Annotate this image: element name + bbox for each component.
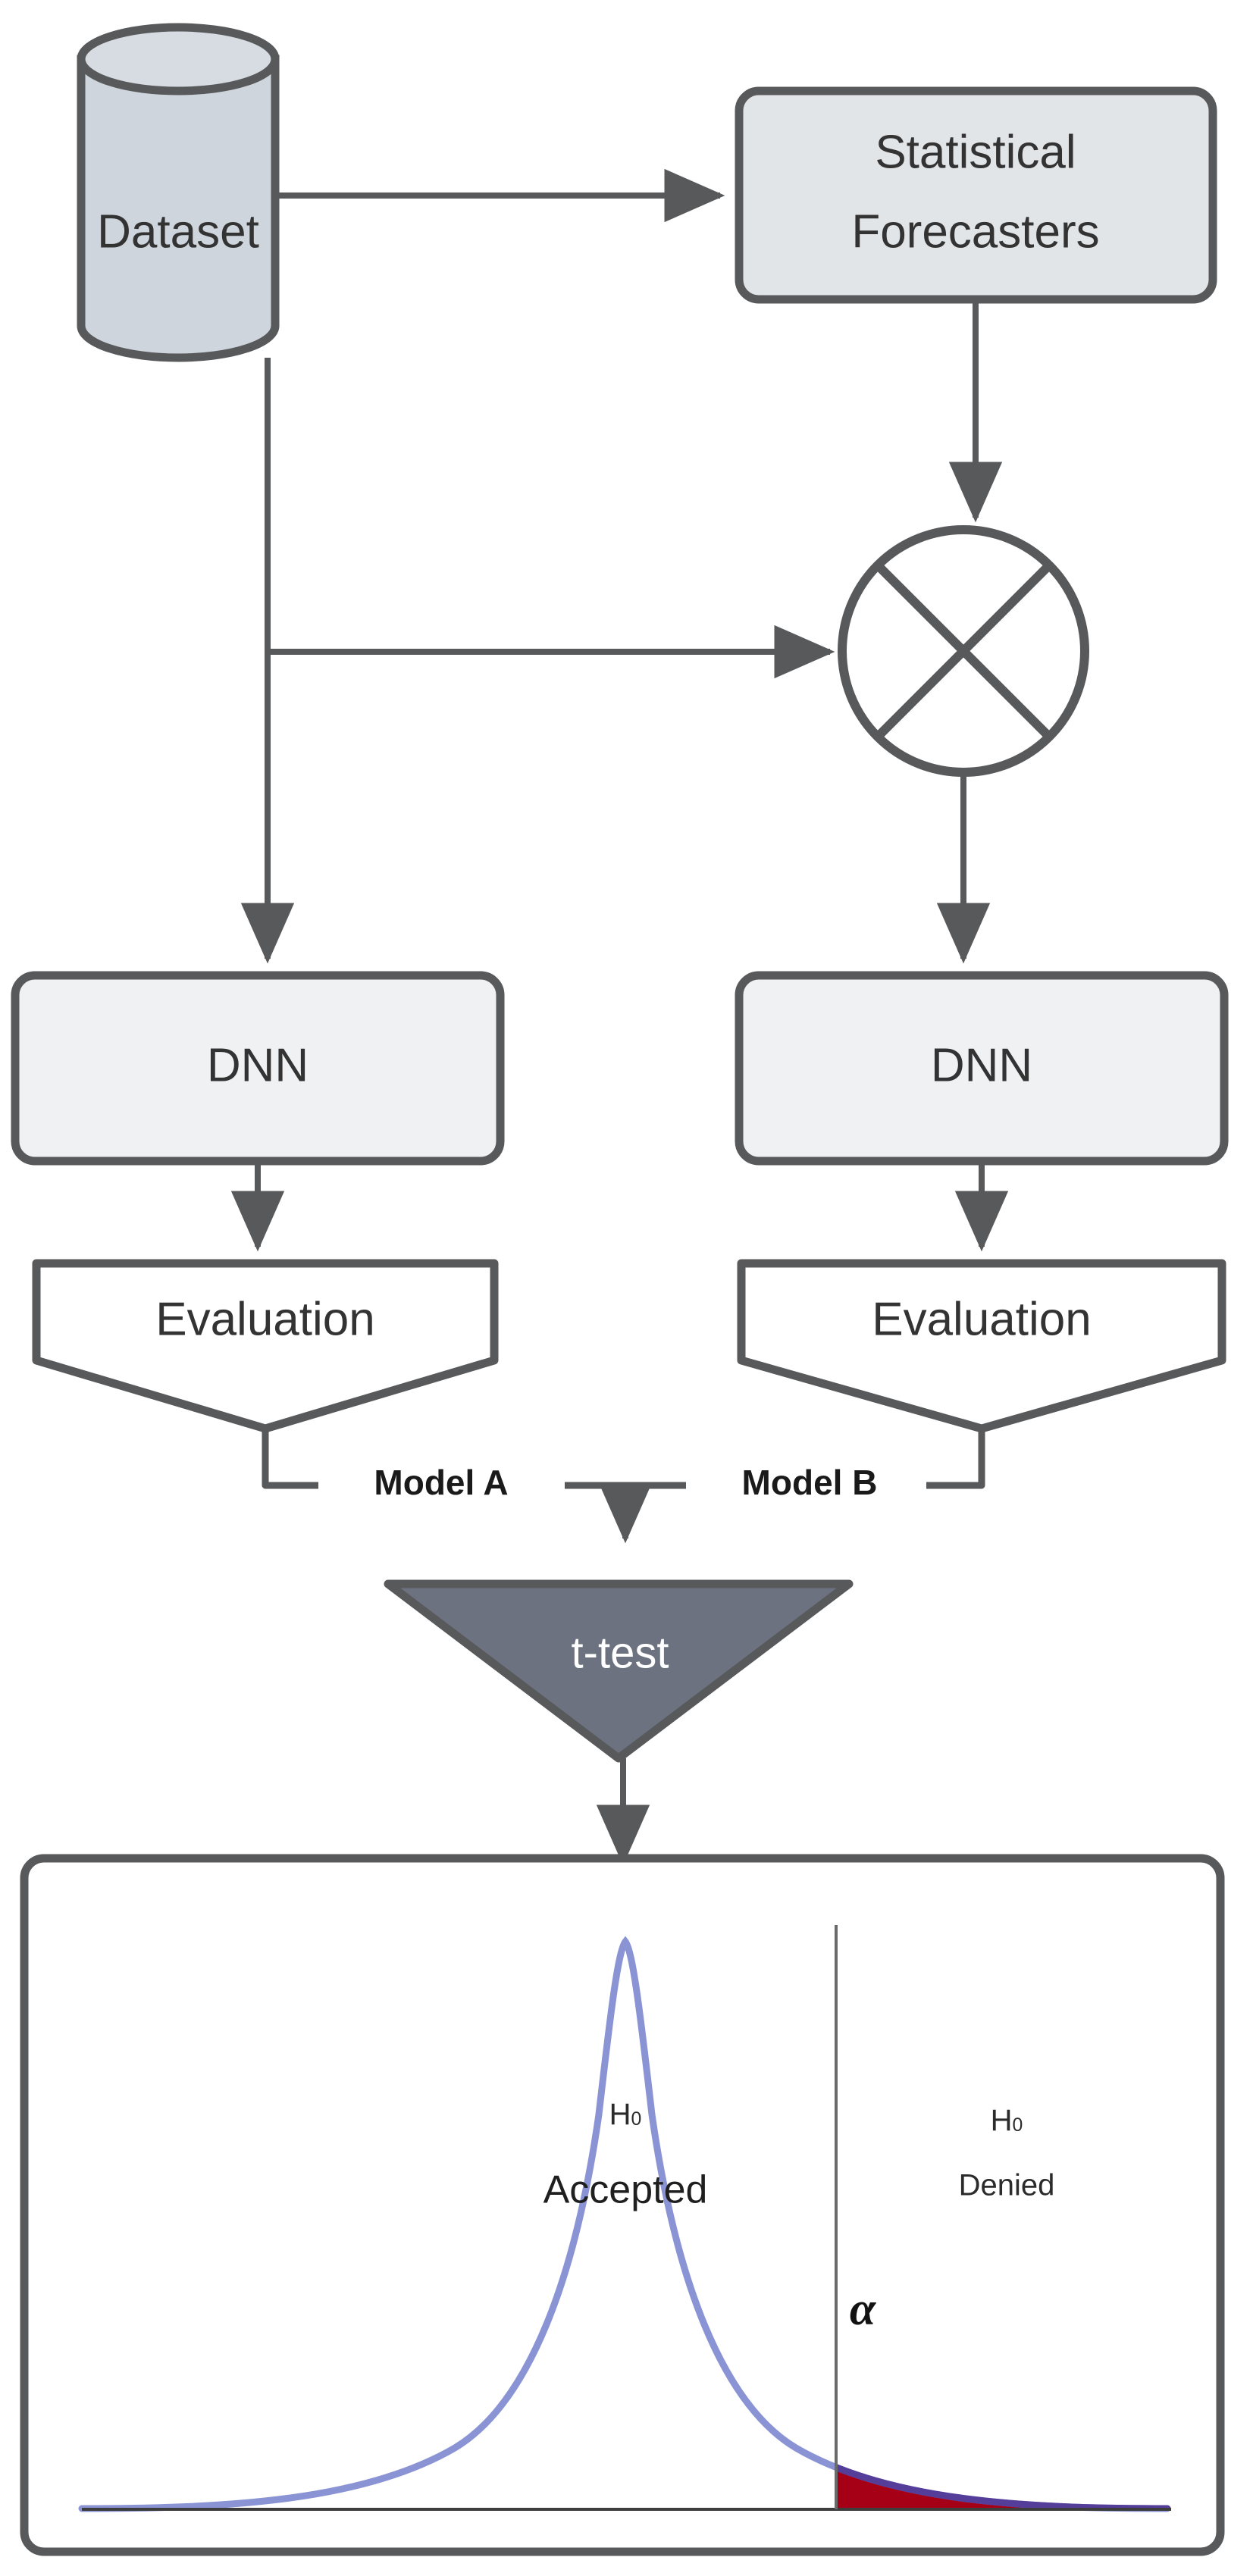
annotation-h0-accepted-line1: H0 [609, 2098, 642, 2131]
node-label-dnn-left: DNN [207, 1039, 309, 1091]
annotation-alpha-symbol: α [850, 2283, 877, 2335]
distribution-chart-panel[interactable]: H0 Accepted H0 Denied α [20, 1854, 1225, 2556]
node-label-evaluation-right: Evaluation [872, 1293, 1092, 1345]
node-dnn-right[interactable]: DNN [735, 971, 1229, 1166]
edge-eval-left-bracket [262, 1429, 318, 1489]
cylinder-body [77, 55, 280, 362]
density-curve [78, 1936, 1171, 2512]
node-statistical-forecasters[interactable]: Statistical Forecasters [735, 86, 1217, 304]
node-label-dataset: Dataset [97, 205, 259, 258]
pentagon-evaluation-right [737, 1259, 1226, 1433]
edge-eval-right-bracket [926, 1429, 985, 1489]
node-evaluation-right[interactable]: Evaluation [737, 1259, 1226, 1433]
chart-frame [20, 1854, 1225, 2556]
node-label-t-test: t-test [572, 1628, 669, 1677]
rejection-region-fill [836, 2467, 1167, 2510]
pentagon-evaluation-left [32, 1259, 499, 1433]
annotation-h0-accepted-line2: Accepted [543, 2168, 708, 2212]
edge-label-model-b: Model B [742, 1463, 878, 1502]
cylinder-top [77, 23, 280, 95]
node-dnn-left[interactable]: DNN [11, 971, 505, 1166]
edge-dataset-to-cross [265, 358, 835, 679]
node-label-dnn-right: DNN [931, 1039, 1032, 1091]
node-label-evaluation-left: Evaluation [155, 1293, 375, 1345]
edge-label-model-a: Model A [374, 1463, 508, 1502]
node-dataset[interactable]: Dataset [77, 23, 280, 362]
node-t-test[interactable]: t-test [384, 1579, 854, 1763]
triangle-t-test [384, 1579, 854, 1763]
annotation-h0-denied-line1: H0 [991, 2104, 1023, 2137]
annotation-h0-denied-line2: Denied [959, 2169, 1055, 2202]
node-label-statistical-line1: Statistical [875, 126, 1076, 178]
cross-diagonal-2 [874, 562, 1053, 740]
node-cross-circle[interactable] [838, 525, 1089, 777]
box-statistical-forecasters [735, 86, 1217, 304]
node-label-statistical-line2: Forecasters [851, 205, 1099, 258]
node-evaluation-left[interactable]: Evaluation [32, 1259, 499, 1433]
